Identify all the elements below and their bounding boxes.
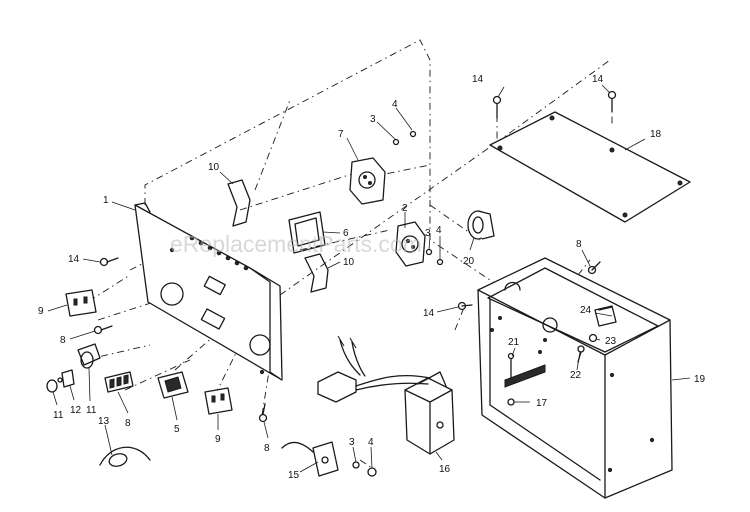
callout-10-lower: 10 xyxy=(343,257,355,268)
screw-3-top xyxy=(392,138,400,146)
nut-17 xyxy=(507,398,515,406)
callout-16: 16 xyxy=(439,464,451,475)
nut-4-bottom xyxy=(367,467,377,477)
screw-14-top-b xyxy=(607,90,617,113)
callout-3-mid: 3 xyxy=(425,228,431,239)
callout-4-mid: 4 xyxy=(436,225,442,236)
screw-8-right xyxy=(587,261,601,275)
callout-4-top: 4 xyxy=(392,99,398,110)
u-bracket-lower xyxy=(304,253,329,293)
callout-2: 2 xyxy=(402,203,408,214)
callout-18: 18 xyxy=(650,129,662,140)
leader-lines xyxy=(47,84,691,473)
outlet-left xyxy=(65,289,97,317)
callout-12: 12 xyxy=(70,405,82,416)
callout-5: 5 xyxy=(174,424,180,435)
callout-14-top-a: 14 xyxy=(472,74,484,85)
callout-4-bottom: 4 xyxy=(368,437,374,448)
terminal-strip xyxy=(104,371,134,393)
wire-harness xyxy=(317,335,431,403)
callout-14-left: 14 xyxy=(68,254,80,265)
screw-3-mid xyxy=(425,248,433,256)
callout-7: 7 xyxy=(338,129,344,140)
screw-8-bottom xyxy=(258,403,268,423)
rocker-switch xyxy=(157,371,189,399)
callout-1: 1 xyxy=(103,195,109,206)
screw-11-small xyxy=(57,377,63,383)
callout-11-right: 11 xyxy=(86,405,97,416)
cover-plate xyxy=(489,111,691,223)
fuse-holder xyxy=(46,343,101,393)
callout-8-right: 8 xyxy=(576,239,582,250)
screw-3-bottom xyxy=(352,461,360,469)
callout-21: 21 xyxy=(508,337,520,348)
screw-14-top-a xyxy=(492,95,502,119)
indicator-lamps xyxy=(189,235,249,271)
watermark: eReplacementParts.com xyxy=(170,231,422,257)
relay xyxy=(594,305,617,327)
callout-23: 23 xyxy=(605,336,617,347)
callout-labels: 1 2 3 3 3 4 4 4 5 6 7 8 8 8 8 9 9 10 10 … xyxy=(38,74,706,481)
sensor-bracket xyxy=(281,441,339,477)
u-bracket-upper xyxy=(227,179,251,227)
callout-22: 22 xyxy=(570,370,582,381)
washer-23 xyxy=(588,333,598,343)
callout-3-top: 3 xyxy=(370,114,376,125)
callout-6: 6 xyxy=(343,228,349,239)
nut-4-top xyxy=(409,130,417,138)
callout-14-mid: 14 xyxy=(423,308,435,319)
callout-9-bottom: 9 xyxy=(215,434,221,445)
cord-connector xyxy=(467,210,495,240)
nut-4-mid xyxy=(436,258,444,266)
callout-11-left: 11 xyxy=(53,410,64,421)
receptacle-middle xyxy=(395,221,426,267)
callout-9-left: 9 xyxy=(38,306,44,317)
probe-cord xyxy=(99,446,151,467)
screw-14-left xyxy=(99,257,119,267)
enclosure-box xyxy=(477,257,673,499)
callout-20: 20 xyxy=(463,256,475,267)
outlet-bottom xyxy=(204,387,233,415)
transformer xyxy=(404,371,455,455)
callout-8-left: 8 xyxy=(60,335,66,346)
gasket xyxy=(288,211,326,254)
front-panel xyxy=(134,202,283,381)
callout-3-bottom: 3 xyxy=(349,437,355,448)
receptacle-top xyxy=(349,157,386,205)
callout-24: 24 xyxy=(580,305,592,316)
callout-15: 15 xyxy=(288,470,300,481)
callout-13: 13 xyxy=(98,416,110,427)
screw-8-left xyxy=(93,325,113,335)
callout-8-terminal: 8 xyxy=(125,418,131,429)
callout-10-upper: 10 xyxy=(208,162,220,173)
screw-14-mid xyxy=(457,301,473,311)
callout-8-bottom: 8 xyxy=(264,443,270,454)
callout-14-top-b: 14 xyxy=(592,74,604,85)
callout-17: 17 xyxy=(536,398,548,409)
callout-19: 19 xyxy=(694,374,706,385)
